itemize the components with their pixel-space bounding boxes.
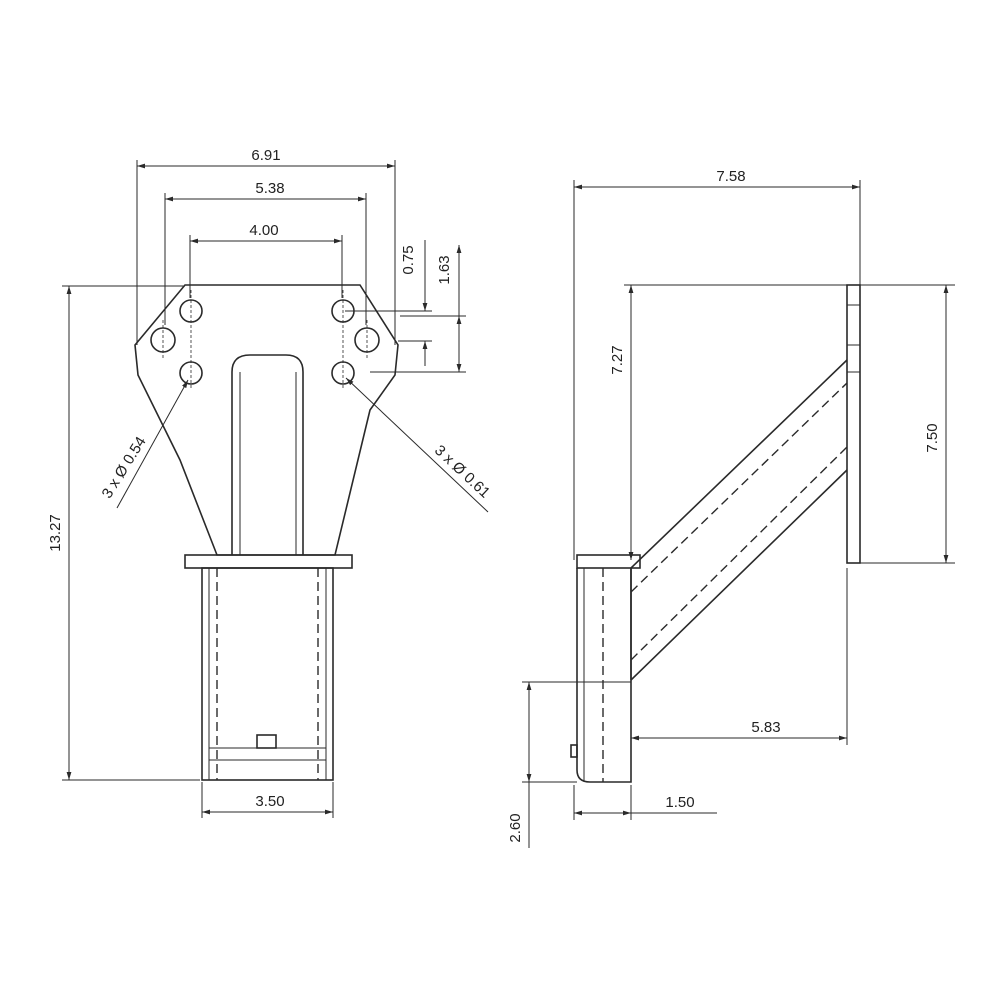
callout-small-holes: 3 x Ø 0.54 (99, 379, 189, 509)
mounting-plate-outline (134, 284, 399, 556)
front-view: 6.91 5.38 4.00 0.75 (47, 147, 493, 818)
dim-5-83-label: 5.83 (751, 719, 780, 736)
dim-outer-holes: 5.38 (164, 180, 367, 325)
dim-7-58-label: 7.58 (716, 168, 745, 185)
dim-tube-depth: 1.50 (573, 785, 717, 820)
pin-nut (256, 734, 277, 749)
side-tube (570, 554, 641, 783)
dim-inner-holes: 4.00 (189, 222, 343, 298)
dim-overall-width: 6.91 (136, 147, 396, 345)
dim-7-50-label: 7.50 (924, 423, 941, 452)
dim-tube-bottom: 2.60 (507, 681, 631, 848)
callout-0-54-label: 3 x Ø 0.54 (99, 434, 150, 502)
dim-4-00-label: 4.00 (249, 222, 278, 239)
callout-large-holes: 3 x Ø 0.61 (345, 377, 493, 513)
plate-slot (231, 354, 304, 555)
dim-6-91-label: 6.91 (251, 147, 280, 164)
callout-0-61-label: 3 x Ø 0.61 (431, 442, 493, 502)
dim-tube-width: 3.50 (201, 782, 334, 818)
dim-13-27-label: 13.27 (47, 514, 64, 552)
dim-plate-height: 7.50 (860, 284, 955, 564)
dim-3-50-label: 3.50 (255, 793, 284, 810)
dim-arm-height: 7.27 (609, 284, 847, 560)
dim-5-38-label: 5.38 (255, 180, 284, 197)
dim-1-50-label: 1.50 (665, 794, 694, 811)
dim-0-75-label: 0.75 (400, 245, 417, 274)
wall-plate (846, 284, 861, 564)
dim-arm-reach: 5.83 (631, 568, 848, 745)
dim-overall-depth: 7.58 (573, 168, 861, 560)
dim-offset-large: 1.63 (370, 245, 466, 373)
receiver-tube (201, 567, 334, 781)
dim-7-27-label: 7.27 (609, 345, 626, 374)
support-arm (630, 359, 848, 681)
side-view: 7.58 7.27 7.50 5.83 1.50 (507, 168, 955, 848)
dim-2-60-label: 2.60 (507, 813, 524, 842)
dim-offset-small: 0.75 (345, 240, 432, 366)
dim-overall-height: 13.27 (47, 285, 200, 781)
tube-flange (184, 554, 353, 569)
mounting-holes (150, 290, 380, 388)
dim-1-63-label: 1.63 (436, 255, 453, 284)
